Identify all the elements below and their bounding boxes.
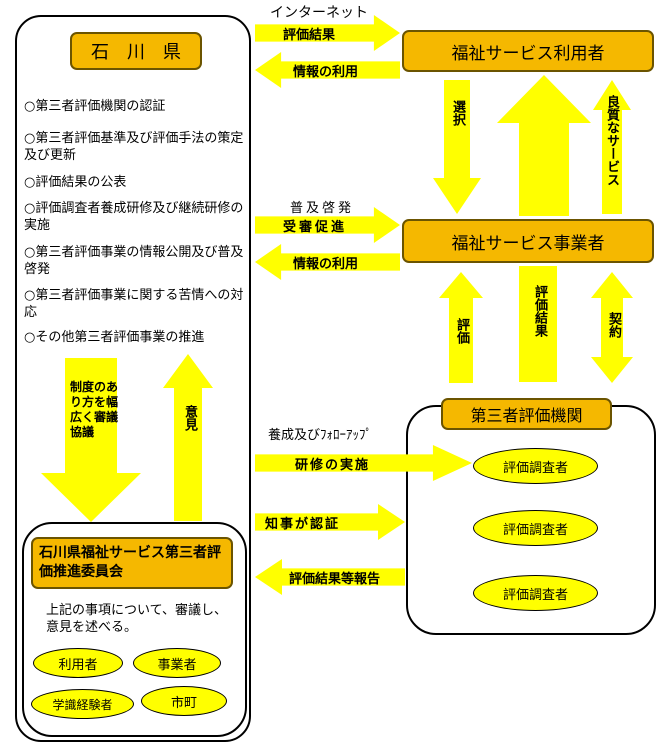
certification-label: 知事が認証 [265,516,341,532]
contract-label: 契約 [606,312,621,338]
training-followup-label: 養成及びﾌｫﾛｰｱｯﾌﾟ [268,428,373,443]
evaluation-label: 評価 [454,318,469,344]
member-municipality: 市町 [141,686,227,716]
evaluator: 評価調査者 [473,510,598,546]
duty-item: ○評価結果の公表 [24,175,127,190]
dissemination-label: 普及啓発 [290,201,355,216]
opinion-label: 意見 [182,405,197,431]
training-arrow: 研修の実施 [255,445,472,481]
prefecture-title: 石 川 県 [70,32,202,70]
good-service-arrow-icon [593,80,631,214]
committee-panel [22,522,247,737]
duty-item: ○評価調査者養成研修及び継続研修の実施 [24,201,244,233]
select-arrow-icon [433,80,481,214]
results-publish-label: 評価結果 [283,27,336,43]
duty-item: ○その他第三者評価事業の推進 [24,330,205,345]
committee-title-text: 石川県福祉サービス第三者評価推進委員会 [39,545,221,580]
evaluator: 評価調査者 [473,575,598,611]
contract-arrow-icon [591,272,633,383]
evaluator: 評価調査者 [473,448,598,484]
agency-title: 第三者評価機関 [441,398,612,430]
institution-review-label: 制度のあり方を幅広く審議協議 [70,380,119,439]
info-use-providers-arrow: 情報の利用 [255,244,400,280]
duty-item: ○第三者評価事業の情報公開及び普及啓発 [24,245,244,277]
promote-consult-label: 受審促進 [283,219,348,235]
prefecture-panel [15,15,251,742]
member-provider: 事業者 [133,648,221,678]
good-service-label: 良質なサービス [604,95,619,186]
member-academic: 学識経験者 [31,689,134,719]
duty-item: ○第三者評価基準及び評価手法の策定及び更新 [24,131,244,163]
info-use-users-arrow: 情報の利用 [255,52,400,88]
training-label: 研修の実施 [295,457,371,473]
up-arrow-icon [163,354,213,521]
eval-results-bar [519,266,557,382]
member-user: 利用者 [33,648,123,678]
committee-title: 石川県福祉サービス第三者評価推進委員会 [31,537,233,589]
select-label: 選択 [450,100,465,126]
internet-label: インターネット [270,5,368,21]
report-label: 評価結果等報告 [289,571,381,587]
committee-description: 上記の事項について、審議し、意見を述べる。 [46,603,227,635]
report-arrow: 評価結果等報告 [255,559,405,595]
service-providers-box: 福祉サービス事業者 [402,219,654,263]
up-big-arrow-icon [497,75,591,216]
info-use-users-label: 情報の利用 [293,64,359,80]
duty-item: ○第三者評価機関の認証 [24,99,166,114]
down-arrow-icon [41,358,141,522]
service-users-box: 福祉サービス利用者 [402,30,654,72]
eval-results-label: 評価結果 [532,285,547,337]
duty-item: ○第三者評価事業に関する苦情への対応 [24,288,244,320]
certification-arrow: 知事が認証 [255,504,405,540]
info-use-providers-label: 情報の利用 [293,256,359,272]
evaluation-arrow-icon [439,272,483,383]
